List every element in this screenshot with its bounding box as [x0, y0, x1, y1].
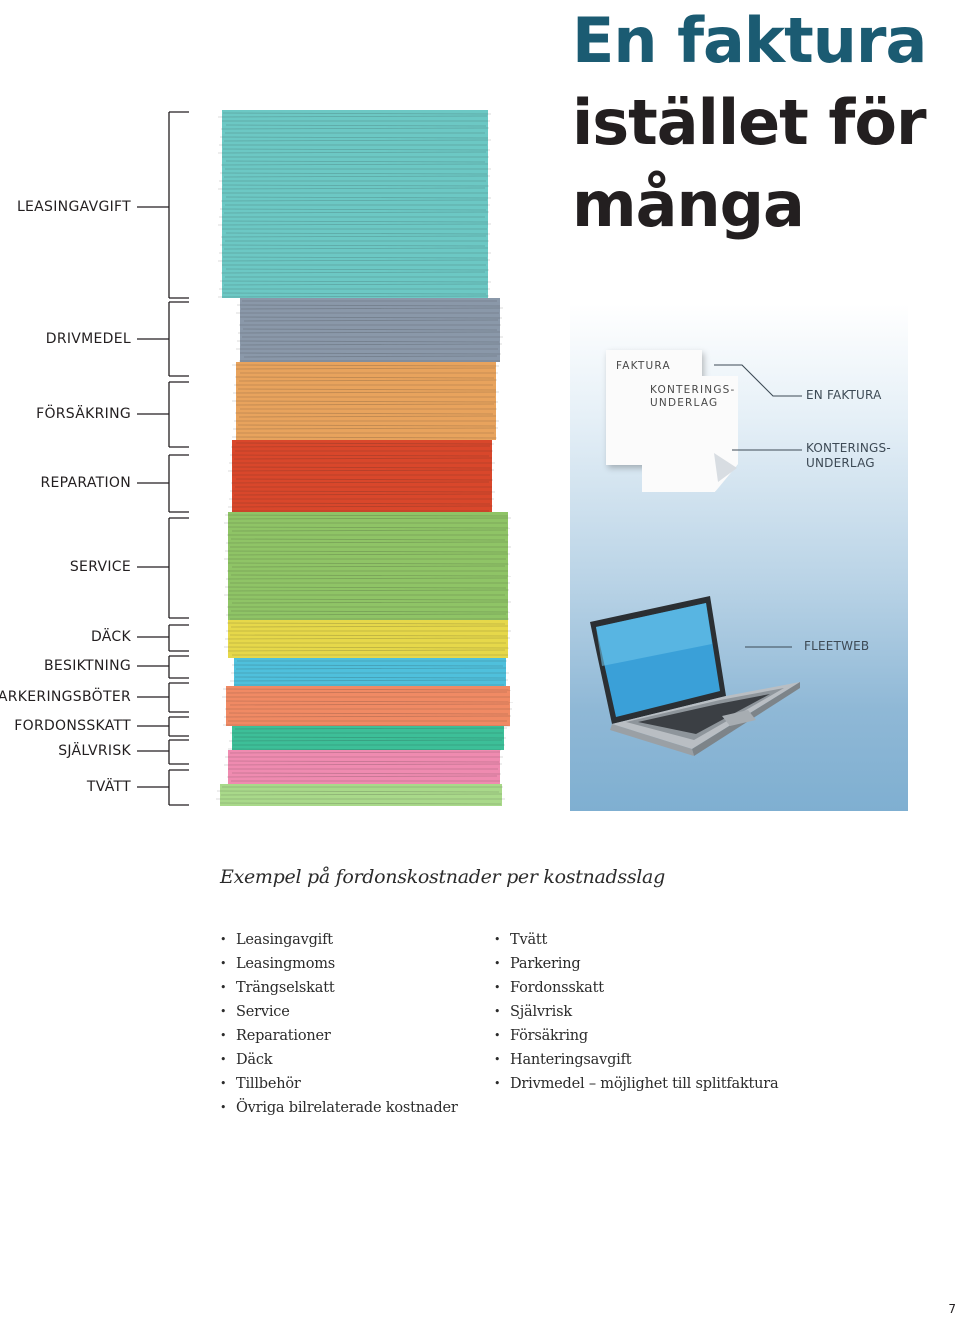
- cost-list-right: Tvätt Parkering Fordonsskatt Självrisk F…: [494, 928, 779, 1096]
- stack-label-besiktning: BESIKTNING: [43, 658, 131, 674]
- list-item: Självrisk: [494, 1000, 779, 1024]
- stack-label-leasingavgift: LEASINGAVGIFT: [16, 199, 131, 215]
- one-invoice-panel: FAKTURA KONTERINGS- UNDERLAG EN FAKTURA …: [570, 304, 908, 811]
- accounting-document-label-1: KONTERINGS-: [650, 384, 736, 396]
- accounting-document-label-2: UNDERLAG: [650, 397, 719, 409]
- panel-connector-lines: [590, 364, 802, 756]
- stack-label-tvatt: TVÄTT: [86, 779, 131, 795]
- label-konteringsunderlag-1: KONTERINGS-: [806, 441, 891, 455]
- list-item: Tillbehör: [220, 1072, 458, 1096]
- title-line-3: många: [572, 168, 805, 241]
- list-item: Reparationer: [220, 1024, 458, 1048]
- list-item: Trängselskatt: [220, 976, 458, 1000]
- list-item: Försäkring: [494, 1024, 779, 1048]
- list-item: Däck: [220, 1048, 458, 1072]
- list-item: Övriga bilrelaterade kostnader: [220, 1096, 458, 1120]
- cost-list-left: Leasingavgift Leasingmoms Trängselskatt …: [220, 928, 458, 1120]
- label-en-faktura: EN FAKTURA: [806, 388, 882, 402]
- stack-label-sjalvrisk: SJÄLVRISK: [58, 743, 131, 759]
- paper-stack-illustration: [216, 110, 514, 806]
- invoice-document-label: FAKTURA: [616, 360, 671, 372]
- stack-label-forsakring: FÖRSÄKRING: [36, 406, 131, 422]
- title-line-2: istället för: [572, 86, 927, 159]
- list-item: Fordonsskatt: [494, 976, 779, 1000]
- list-item: Leasingmoms: [220, 952, 458, 976]
- stack-label-drivmedel: DRIVMEDEL: [45, 331, 131, 347]
- page-title: En faktura istället för många: [572, 0, 927, 246]
- label-konteringsunderlag-2: UNDERLAG: [806, 456, 875, 470]
- list-item: Drivmedel – möjlighet till splitfaktura: [494, 1072, 779, 1096]
- list-item: Service: [220, 1000, 458, 1024]
- list-item: Parkering: [494, 952, 779, 976]
- stack-label-service: SERVICE: [69, 559, 131, 575]
- list-item: Tvätt: [494, 928, 779, 952]
- stack-label-dack: DÄCK: [90, 629, 131, 645]
- page-number: 7: [948, 1302, 956, 1316]
- stack-label-parkeringsboter: PARKERINGSBÖTER: [0, 689, 131, 705]
- stack-label-reparation: REPARATION: [40, 475, 131, 491]
- list-item: Leasingavgift: [220, 928, 458, 952]
- laptop-icon: [590, 596, 800, 756]
- stack-label-fordonsskatt: FORDONSSKATT: [14, 718, 131, 734]
- title-line-1: En faktura: [572, 4, 927, 77]
- bracket-lines: [137, 111, 189, 806]
- caption: Exempel på fordonskostnader per kostnads…: [220, 866, 665, 888]
- label-fleetweb: FLEETWEB: [804, 639, 870, 653]
- list-item: Hanteringsavgift: [494, 1048, 779, 1072]
